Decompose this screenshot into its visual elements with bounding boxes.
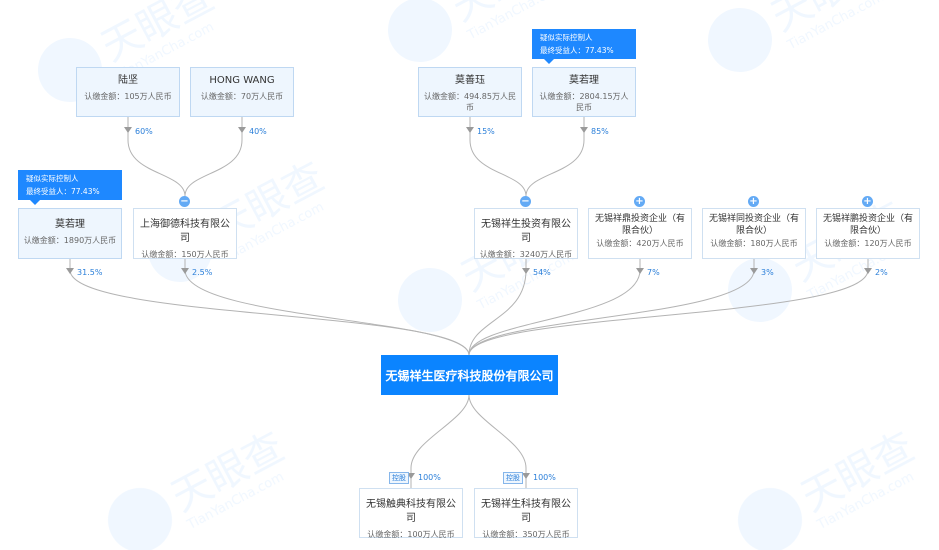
subsidiary-node-chudian[interactable]: 无锡触典科技有限公司 认缴金额：100万人民币	[359, 488, 463, 539]
arrow-icon	[407, 473, 415, 479]
investor-node-xstz[interactable]: 无锡祥生投资有限公司 认缴金额：3240万人民币	[474, 208, 578, 259]
pct-label-xskj: 100%	[533, 473, 556, 482]
watermark-logo-icon	[728, 258, 792, 322]
node-amount: 认缴金额：150万人民币	[141, 250, 229, 259]
node-name: 无锡触典科技有限公司	[366, 499, 456, 524]
node-name: 莫善珏	[455, 75, 485, 86]
pct-label-moruoli-top: 85%	[591, 127, 609, 136]
watermark-logo-icon	[108, 488, 172, 550]
arrow-icon	[864, 268, 872, 274]
watermark-logo-icon	[398, 268, 462, 332]
expand-toggle-xptz[interactable]: +	[862, 196, 873, 207]
pct-label-hongwang: 40%	[249, 127, 267, 136]
expand-toggle-xttz[interactable]: +	[748, 196, 759, 207]
pct-label-moshanyu: 15%	[477, 127, 495, 136]
edge-hongwang-shyude	[184, 117, 243, 207]
node-amount: 认缴金额：120万人民币	[824, 239, 912, 248]
pct-label-xdtz: 7%	[647, 268, 660, 277]
controller-tag-top: 疑似实际控制人 最终受益人：77.43%	[532, 29, 636, 64]
investor-node-shyude[interactable]: 上海御德科技有限公司 认缴金额：150万人民币	[133, 208, 237, 259]
pct-label-chudian: 100%	[418, 473, 441, 482]
edge-xttz-center	[468, 259, 755, 356]
node-name: 无锡祥同投资企业（有限合伙）	[708, 214, 799, 236]
arrow-icon	[124, 127, 132, 133]
arrow-icon	[238, 127, 246, 133]
edge-moruoli-top-xstz	[525, 117, 585, 207]
collapse-toggle-shyude[interactable]: −	[179, 196, 190, 207]
edge-moshanyu-xstz	[469, 117, 527, 207]
arrow-icon	[522, 473, 530, 479]
edge-center-chudian	[410, 394, 470, 488]
watermark-logo-icon	[388, 0, 452, 63]
node-name: HONG WANG	[209, 75, 275, 86]
pct-label-xptz: 2%	[875, 268, 888, 277]
arrow-icon	[466, 127, 474, 133]
pct-label-xttz: 3%	[761, 268, 774, 277]
arrow-icon	[181, 268, 189, 274]
arrow-icon	[522, 268, 530, 274]
node-amount: 认缴金额：420万人民币	[596, 239, 684, 248]
arrow-icon	[750, 268, 758, 274]
controller-tag-line1: 疑似实际控制人	[26, 174, 79, 183]
investor-node-lujian[interactable]: 陆坚 认缴金额：105万人民币	[76, 67, 180, 117]
controller-tag-left: 疑似实际控制人 最终受益人：77.43%	[18, 170, 122, 205]
node-name: 无锡祥鹏投资企业（有限合伙）	[822, 214, 913, 236]
edge-xstz-center	[468, 259, 527, 356]
watermark-logo-icon	[738, 488, 802, 550]
node-amount: 认缴金额：3240万人民币	[479, 250, 573, 259]
controller-tag-line2: 最终受益人：77.43%	[540, 46, 614, 55]
arrow-icon	[580, 127, 588, 133]
node-amount: 认缴金额：70万人民币	[200, 92, 284, 101]
pct-label-lujian: 60%	[135, 127, 153, 136]
node-amount: 认缴金额：350万人民币	[482, 530, 570, 539]
node-name: 陆坚	[118, 75, 138, 86]
edge-xdtz-center	[468, 259, 641, 356]
node-amount: 认缴金额：2804.15万人民币	[539, 92, 629, 112]
expand-toggle-xdtz[interactable]: +	[634, 196, 645, 207]
node-name: 莫若理	[569, 75, 599, 86]
investor-node-moshanyu[interactable]: 莫善珏 认缴金额：494.85万人民币	[418, 67, 522, 117]
arrow-icon	[66, 268, 74, 274]
investor-node-hongwang[interactable]: HONG WANG 认缴金额：70万人民币	[190, 67, 294, 117]
pct-label-moruoli: 31.5%	[77, 268, 103, 277]
node-name: 无锡祥鼎投资企业（有限合伙）	[594, 214, 685, 236]
node-name: 上海御德科技有限公司	[140, 219, 230, 244]
investor-node-moruoli-top[interactable]: 莫若理 认缴金额：2804.15万人民币	[532, 67, 636, 117]
edge-lujian-shyude	[127, 117, 186, 207]
holding-tag-chudian: 控股	[389, 472, 409, 484]
investor-node-moruoli[interactable]: 莫若理 认缴金额：1890万人民币	[18, 208, 122, 259]
investor-node-xttz[interactable]: 无锡祥同投资企业（有限合伙） 认缴金额：180万人民币	[702, 208, 806, 259]
node-amount: 认缴金额：105万人民币	[84, 92, 172, 101]
node-name: 无锡祥生科技有限公司	[481, 499, 571, 524]
arrow-icon	[636, 268, 644, 274]
pct-label-shyude: 2.5%	[192, 268, 213, 277]
edge-xptz-center	[468, 259, 869, 356]
node-name: 莫若理	[55, 219, 85, 230]
center-company-node[interactable]: 无锡祥生医疗科技股份有限公司	[381, 355, 558, 395]
watermark-logo-icon	[708, 7, 772, 72]
edge-center-xskj	[468, 394, 527, 488]
investor-node-xdtz[interactable]: 无锡祥鼎投资企业（有限合伙） 认缴金额：420万人民币	[588, 208, 692, 259]
node-amount: 认缴金额：494.85万人民币	[424, 92, 516, 112]
edge-moruoli-center	[69, 259, 470, 356]
edge-shyude-center	[184, 259, 470, 356]
controller-tag-line1: 疑似实际控制人	[540, 33, 593, 42]
subsidiary-node-xskj[interactable]: 无锡祥生科技有限公司 认缴金额：350万人民币	[474, 488, 578, 539]
holding-tag-xskj: 控股	[503, 472, 523, 484]
investor-node-xptz[interactable]: 无锡祥鹏投资企业（有限合伙） 认缴金额：120万人民币	[816, 208, 920, 259]
controller-tag-line2: 最终受益人：77.43%	[26, 187, 100, 196]
pct-label-xstz: 54%	[533, 268, 551, 277]
node-name: 无锡祥生投资有限公司	[481, 219, 571, 244]
collapse-toggle-xstz[interactable]: −	[520, 196, 531, 207]
node-amount: 认缴金额：1890万人民币	[23, 236, 117, 245]
node-amount: 认缴金额：180万人民币	[710, 239, 798, 248]
node-amount: 认缴金额：100万人民币	[367, 530, 455, 539]
